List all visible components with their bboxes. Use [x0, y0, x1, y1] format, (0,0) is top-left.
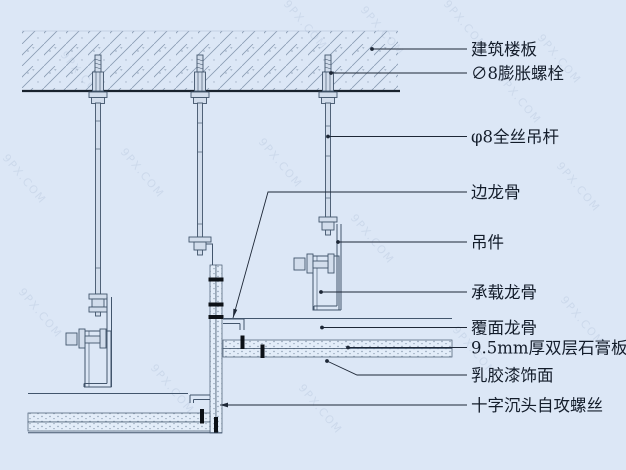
right-hanger-assembly [293, 216, 342, 311]
lower-ceiling [27, 393, 222, 434]
screw-mark [208, 277, 224, 282]
hanger-bolt [293, 253, 335, 274]
label-furring-runner: 覆面龙骨 [471, 319, 537, 338]
edge-runner-angle [223, 318, 245, 330]
gypsum-board-layer [222, 348, 453, 358]
label-expansion-bolt: ∅8膨胀螺栓 [471, 64, 564, 83]
label-edge-runner: 边龙骨 [471, 183, 521, 202]
screw-mark [214, 417, 218, 433]
screw-mark [260, 344, 265, 358]
bulkhead-boards [208, 264, 224, 434]
label-latex-paint-finish: 乳胶漆饰面 [471, 366, 554, 385]
label-building-floor-slab: 建筑楼板 [471, 40, 537, 59]
leader-lines [220, 47, 467, 408]
hanger-rod-right [325, 102, 331, 218]
screw-mark [208, 315, 224, 319]
label-gypsum-board: 9.5mm厚双层石膏板 [471, 338, 626, 358]
label-hanger-rod: φ8全丝吊杆 [471, 128, 559, 147]
hanger-rods [95, 102, 331, 295]
middle-rod-edge-connection [188, 236, 213, 265]
hanger-bolt [65, 328, 107, 349]
upper-ceiling [222, 318, 453, 358]
hanger-rod-middle [197, 102, 203, 238]
left-hanger-assembly [65, 293, 112, 388]
label-self-tapping-screw: 十字沉头自攻螺丝 [471, 396, 603, 415]
building-floor-slab-section [22, 30, 400, 93]
gypsum-board-layer [27, 412, 211, 423]
hanger-rod-left [95, 102, 101, 295]
screw-mark [240, 335, 245, 349]
labels: 建筑楼板 ∅8膨胀螺栓 φ8全丝吊杆 边龙骨 吊件 承载龙骨 覆面龙骨 9.5m… [471, 40, 626, 415]
gypsum-board-layer [27, 421, 211, 432]
screw-mark [208, 302, 224, 307]
screw-mark [200, 409, 204, 424]
edge-runner-angle [189, 394, 210, 403]
label-load-bearing-runner: 承载龙骨 [471, 283, 537, 302]
label-hanger-clip: 吊件 [471, 233, 504, 252]
